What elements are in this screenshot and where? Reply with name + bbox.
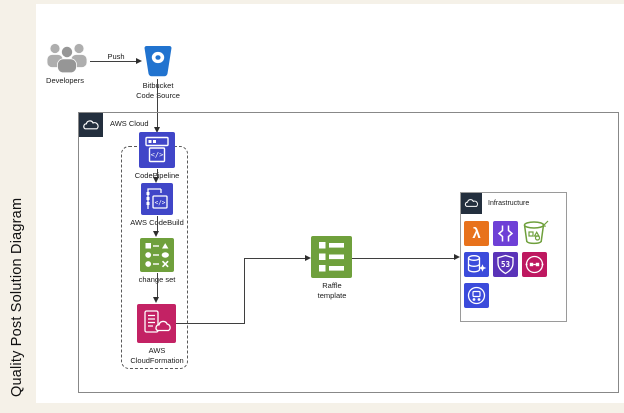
push-arrow-line: [90, 61, 136, 63]
connector-bitbucket-arrowhead: [153, 127, 160, 133]
connector-changeset-arrowhead: [153, 297, 159, 303]
developers-label: Developers: [46, 76, 84, 85]
dynamodb-icon: [464, 252, 489, 277]
changeset-icon: [140, 238, 174, 272]
aws-cloud-label: AWS Cloud: [110, 119, 149, 128]
step-functions-icon: [522, 252, 547, 277]
push-arrowhead: [136, 57, 142, 64]
cognito-icon: [464, 283, 489, 308]
template-label: Raffle template: [317, 281, 347, 300]
s3-bucket-icon: [521, 220, 549, 247]
infrastructure-label: Infrastructure: [488, 200, 530, 207]
codebuild-icon: </>: [141, 183, 173, 215]
connector-codepipeline-arrowhead: [153, 177, 159, 183]
cloudformation-label: AWS CloudFormation: [130, 346, 184, 365]
aws-cloud-group-box: [78, 112, 619, 393]
connector-cf-vertical: [244, 258, 246, 324]
connector-codepipeline-codebuild: [156, 169, 158, 177]
connector-codebuild-arrowhead: [153, 231, 159, 237]
aws-cloud-icon: [79, 113, 103, 137]
connector-codebuild-changeset: [156, 216, 158, 231]
bitbucket-icon: [142, 44, 174, 78]
api-gateway-icon: [493, 221, 518, 246]
codebuild-label: AWS CodeBuild: [130, 218, 184, 227]
diagram-title-vertical: Quality Post Solution Diagram: [9, 197, 25, 397]
infrastructure-icon: [461, 193, 482, 214]
template-icon: [311, 236, 352, 278]
connector-cf-horizontal: [176, 323, 245, 325]
connector-infra-arrowhead: [454, 254, 460, 260]
push-label: Push: [107, 52, 125, 61]
codepipeline-icon: </>: [139, 132, 175, 168]
connector-bitbucket-codepipeline: [157, 79, 159, 127]
connector-changeset-cloudformation: [156, 273, 158, 297]
cloudformation-icon: [137, 304, 176, 343]
developers-icon: [44, 41, 90, 75]
codepipeline-glyph: </>: [151, 151, 164, 159]
lambda-icon: λ: [464, 221, 489, 246]
changeset-label: change set: [138, 275, 176, 284]
lambda-glyph: λ: [472, 225, 481, 242]
connector-template-to-infra: [352, 257, 454, 259]
connector-template-arrowhead: [305, 254, 311, 261]
route-53-icon: 53: [493, 252, 518, 277]
codebuild-glyph: </>: [155, 200, 166, 207]
connector-cf-to-template: [244, 258, 305, 260]
route-53-text: 53: [501, 260, 511, 269]
